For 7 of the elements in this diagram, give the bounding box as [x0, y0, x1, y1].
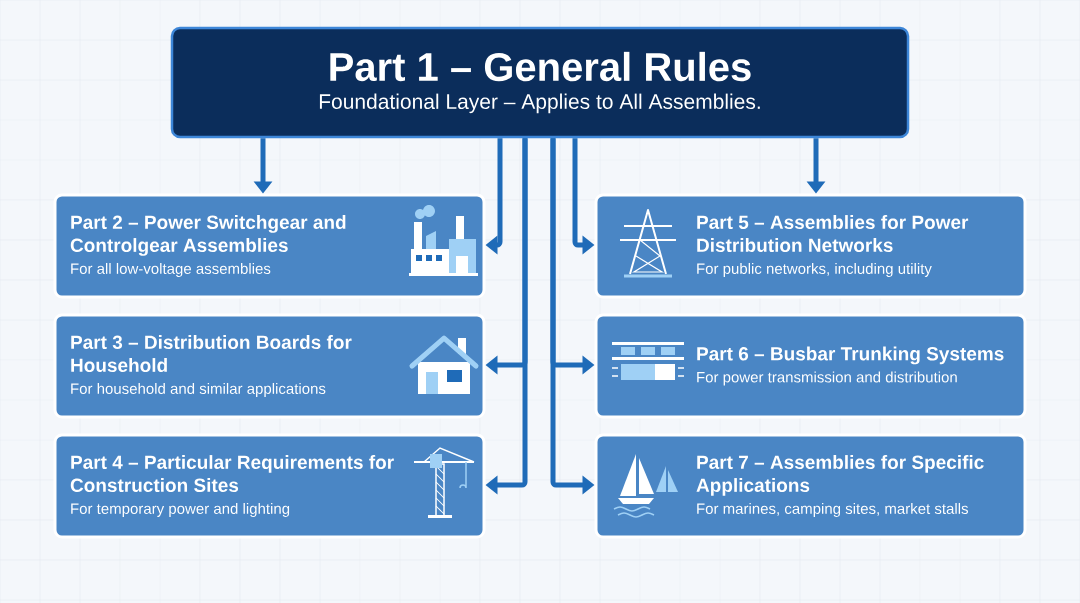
category-box: Part 5 – Assemblies for Power Distribution Networks For public networks, including utility — [594, 193, 1027, 299]
title-banner: Part 1 – General Rules Foundational Layer – Applies to All Assemblies. — [170, 26, 910, 139]
category-box: Part 2 – Power Switchgear and Controlgear Assemblies For all low-voltage assemblies — [53, 193, 486, 299]
category-box: Part 6 – Busbar Trunking Systems For power transmission and distribution — [594, 313, 1027, 419]
category-box: Part 4 – Particular Requirements for Construction Sites For temporary power and lighting — [53, 433, 486, 539]
category-box: Part 3 – Distribution Boards for Household For household and similar applications — [53, 313, 486, 419]
category-box: Part 7 – Assemblies for Specific Applications For marines, camping sites, market stalls — [594, 433, 1027, 539]
